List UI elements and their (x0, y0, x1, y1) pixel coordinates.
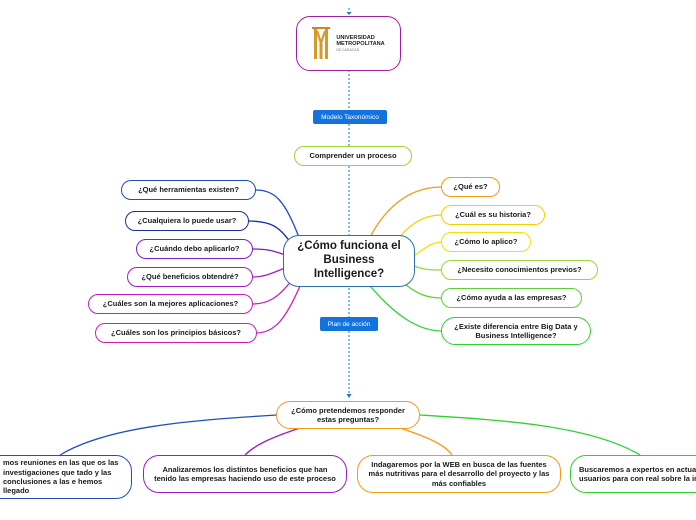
node-answer-hub[interactable]: ¿Cómo pretendemos responder estas pregun… (276, 401, 420, 429)
university-logo-node[interactable]: UNIVERSIDAD METROPOLITANA DE CARACAS (296, 16, 401, 71)
university-logo: UNIVERSIDAD METROPOLITANA DE CARACAS (312, 26, 385, 61)
node-answer-3[interactable]: Indagaremos por la WEB en busca de las f… (357, 455, 561, 493)
node-comprender-proceso[interactable]: Comprender un proceso (294, 146, 412, 166)
node-answer-1[interactable]: mos reuniones en las que os las investig… (0, 455, 132, 499)
node-right-3[interactable]: ¿Cómo lo aplico? (441, 232, 531, 252)
node-left-4[interactable]: ¿Qué beneficios obtendré? (127, 267, 253, 287)
node-right-1[interactable]: ¿Qué es? (441, 177, 500, 197)
node-answer-4[interactable]: Buscaremos a expertos en actuales usuari… (570, 455, 696, 493)
node-left-1[interactable]: ¿Qué herramientas existen? (121, 180, 256, 200)
node-right-4[interactable]: ¿Necesito conocimientos previos? (441, 260, 598, 280)
logo-subtitle: DE CARACAS (336, 47, 360, 52)
node-left-5[interactable]: ¿Cuáles son la mejores aplicaciones? (88, 294, 253, 314)
node-left-3[interactable]: ¿Cuándo debo aplicarlo? (136, 239, 253, 259)
node-answer-2[interactable]: Analizaremos los distintos beneficios qu… (143, 455, 347, 493)
logo-line-2: METROPOLITANA (336, 41, 385, 48)
node-left-2[interactable]: ¿Cualquiera lo puede usar? (125, 211, 249, 231)
node-right-2[interactable]: ¿Cuál es su historia? (441, 205, 545, 225)
central-topic[interactable]: ¿Cómo funciona el Business Intelligence? (283, 235, 415, 287)
label-modelo-taxonomico[interactable]: Modelo Taxonómico (313, 110, 387, 124)
node-right-5[interactable]: ¿Cómo ayuda a las empresas? (441, 288, 582, 308)
node-left-6[interactable]: ¿Cuáles son los principios básicos? (95, 323, 257, 343)
logo-line-1: UNIVERSIDAD (336, 35, 375, 42)
node-right-6[interactable]: ¿Existe diferencia entre Big Data y Busi… (441, 317, 591, 345)
university-emblem-icon (312, 26, 331, 59)
label-plan-de-accion[interactable]: Plan de acción (320, 317, 378, 331)
